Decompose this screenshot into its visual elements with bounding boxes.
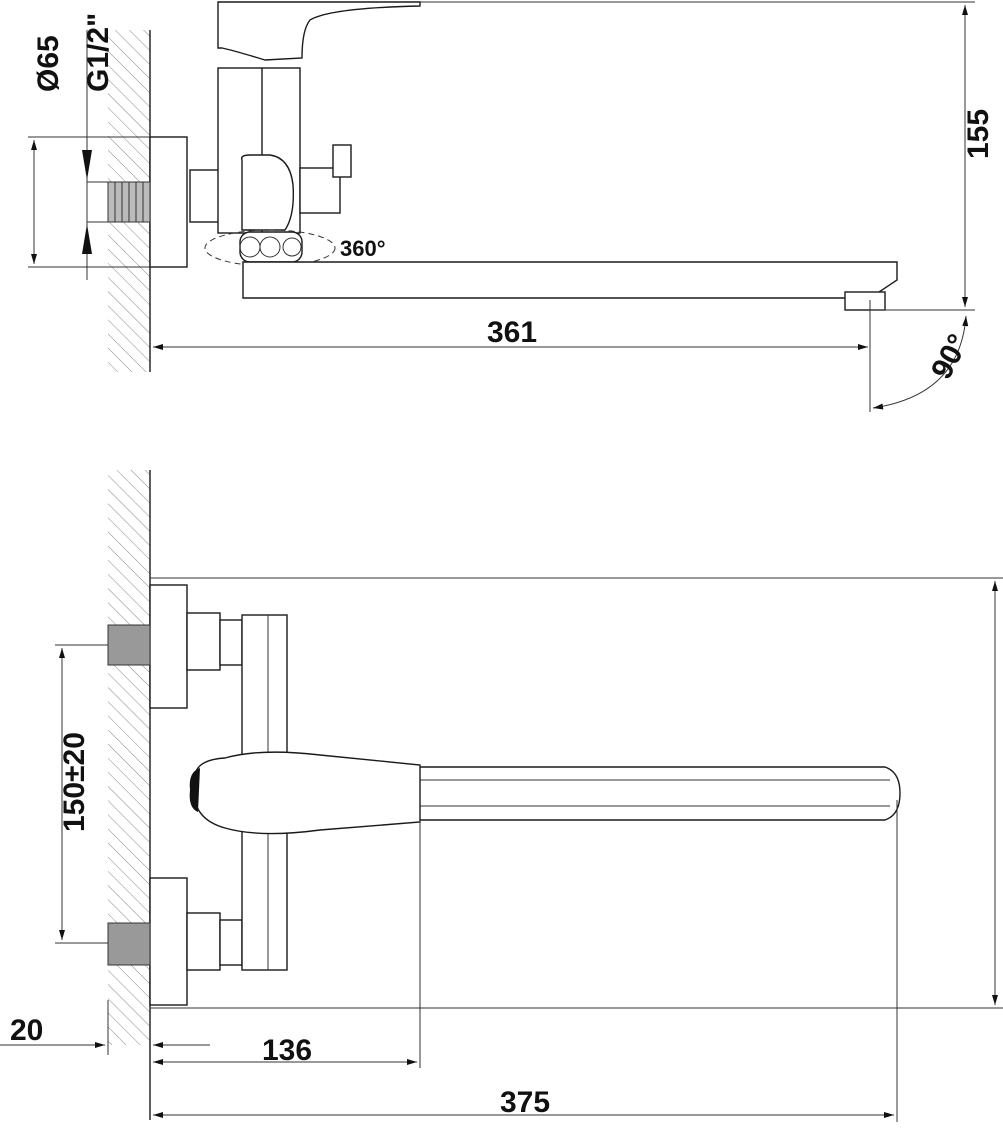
spout-angle-label: 90° bbox=[925, 329, 975, 385]
lever-front bbox=[193, 751, 421, 835]
thread-label: G1/2" bbox=[82, 13, 115, 92]
total-reach-label: 375 bbox=[500, 1086, 550, 1119]
nut bbox=[189, 169, 221, 223]
lever-handle bbox=[217, 1, 421, 61]
front-view: 215 150±20 20 136 375 bbox=[0, 470, 1003, 1122]
centers-label: 150±20 bbox=[58, 732, 91, 832]
lower-thread bbox=[107, 922, 151, 966]
height-label-215: 215 bbox=[1000, 746, 1003, 796]
upper-flange bbox=[149, 584, 188, 709]
swivel-label: 360° bbox=[340, 236, 386, 261]
diameter-label: Ø65 bbox=[32, 35, 65, 92]
spout bbox=[242, 261, 898, 299]
top-view: 360° Ø65 G1/2" 155 361 90° bbox=[28, 1, 995, 412]
upper-thread bbox=[107, 624, 151, 666]
wall-offset-label: 20 bbox=[10, 1014, 43, 1047]
spout-front bbox=[399, 766, 901, 821]
lever-reach-label: 136 bbox=[262, 1034, 312, 1067]
height-label-155: 155 bbox=[962, 109, 995, 159]
spout-reach-label: 361 bbox=[487, 316, 537, 349]
wall-flange bbox=[149, 136, 188, 268]
lower-flange bbox=[149, 877, 188, 1006]
